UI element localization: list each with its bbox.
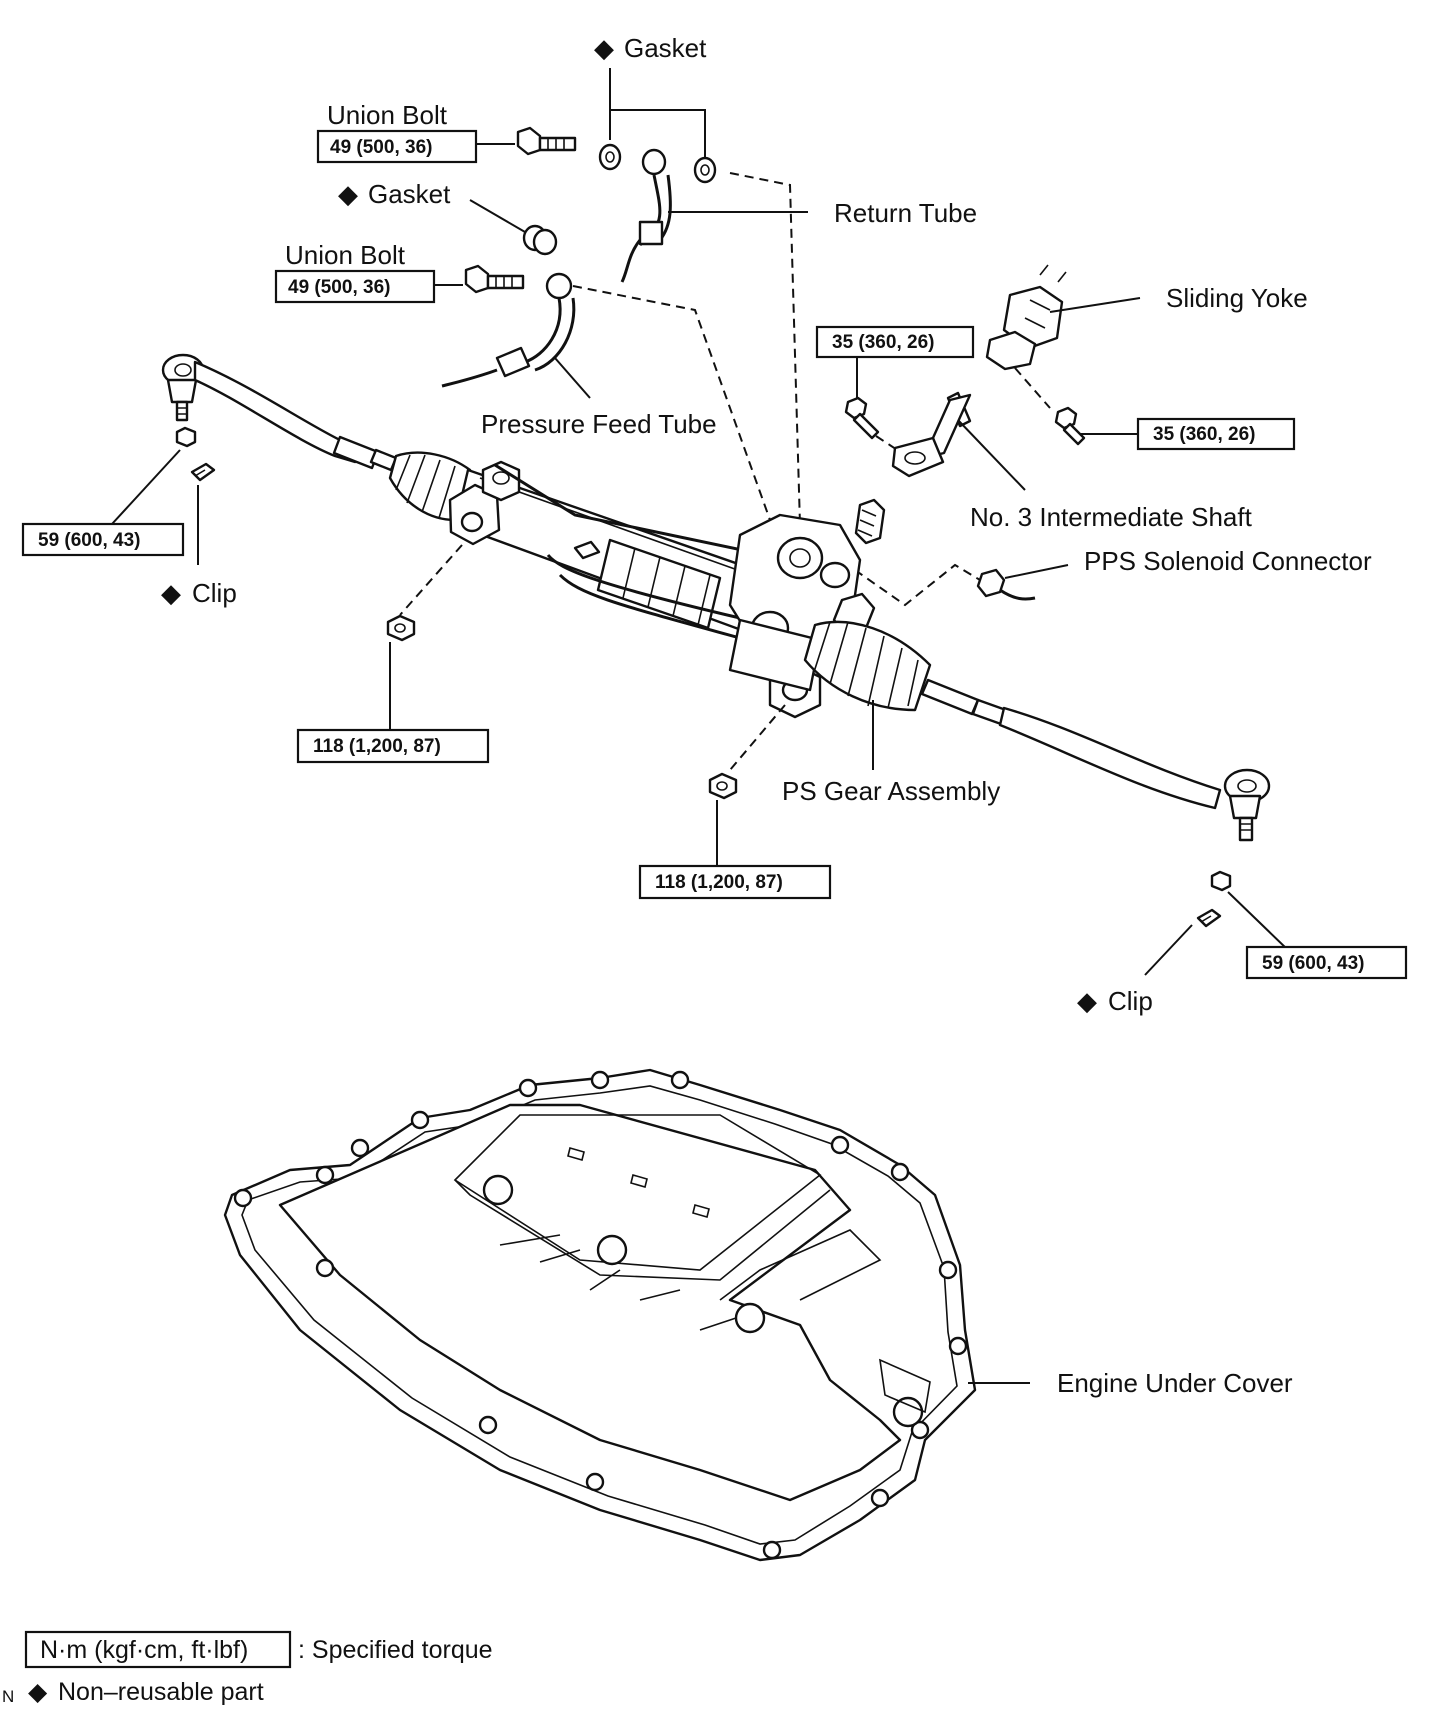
pps-connector-label: PPS Solenoid Connector: [1084, 546, 1372, 576]
tie-rod-right-callout: 59 (600, 43): [1227, 891, 1408, 980]
legend-torque-desc: : Specified torque: [298, 1636, 493, 1664]
shaft-bolt-right-part: [1054, 406, 1086, 446]
clip-left-callout: ◆ Clip: [161, 485, 237, 608]
torque-box: [274, 269, 436, 304]
pps-connector-part: [854, 563, 1036, 607]
clip-right-callout: ◆ Clip: [1077, 924, 1193, 1016]
torque-value: 118 (1,200, 87): [655, 872, 783, 893]
torque-value: 59 (600, 43): [38, 530, 140, 551]
non-reusable-mark: ◆: [161, 578, 181, 608]
torque-value: 118 (1,200, 87): [313, 736, 441, 757]
intermediate-shaft-callout: No. 3 Intermediate Shaft: [957, 419, 1253, 532]
pressure-feed-tube-part: [441, 272, 771, 521]
union-bolt-1-label: Union Bolt: [327, 100, 448, 130]
ps-gear-assembly-part: [161, 353, 1271, 842]
mount-left-part: [386, 544, 463, 642]
shaft-bolt-right-callout: 35 (360, 26): [1080, 417, 1296, 451]
non-reusable-mark: ◆: [338, 179, 358, 209]
ps-gear-assembly-callout: PS Gear Assembly: [782, 700, 1000, 806]
legend-non-reusable: Non–reusable part: [58, 1678, 264, 1706]
mount-right-part: [708, 704, 786, 800]
legend-corner-mark: N: [2, 1687, 14, 1706]
torque-box: [638, 864, 832, 900]
legend-torque-box: [24, 1630, 292, 1669]
sliding-yoke-label: Sliding Yoke: [1166, 283, 1308, 313]
non-reusable-mark: ◆: [1077, 986, 1097, 1016]
pressure-feed-tube-label: Pressure Feed Tube: [481, 409, 717, 439]
union-bolt-2-label: Union Bolt: [285, 240, 406, 270]
pps-connector-callout: PPS Solenoid Connector: [1004, 546, 1372, 579]
mount-left-callout: 118 (1,200, 87): [296, 642, 490, 764]
gasket-top-callout: ◆ Gasket: [594, 33, 707, 165]
torque-value: 49 (500, 36): [330, 137, 432, 158]
return-tube-label: Return Tube: [834, 198, 977, 228]
non-reusable-mark: ◆: [594, 33, 614, 63]
gasket-top-part: [598, 143, 717, 184]
sliding-yoke-part: [985, 264, 1067, 409]
engine-under-cover-callout: Engine Under Cover: [968, 1368, 1293, 1398]
torque-value: 35 (360, 26): [1153, 424, 1255, 445]
cover-bolt-holes: [233, 1070, 968, 1560]
union-bolt-1-part: [516, 126, 577, 156]
gasket-mid-callout: ◆ Gasket: [338, 179, 526, 233]
torque-box: [815, 325, 975, 359]
legend: N·m (kgf·cm, ft·lbf) : Specified torque …: [2, 1630, 493, 1706]
return-tube-callout: Return Tube: [668, 198, 977, 228]
ps-gear-assembly-label: PS Gear Assembly: [782, 776, 1000, 806]
torque-box: [1245, 945, 1408, 980]
union-bolt-2-callout: Union Bolt 49 (500, 36): [274, 240, 463, 304]
sliding-yoke-callout: Sliding Yoke: [1049, 283, 1308, 313]
union-bolt-2-part: [464, 264, 525, 294]
non-reusable-mark: ◆: [28, 1678, 48, 1706]
torque-value: 59 (600, 43): [1262, 953, 1364, 974]
pressure-feed-tube-callout: Pressure Feed Tube: [481, 357, 717, 439]
torque-box: [1136, 417, 1296, 451]
intermediate-shaft-label: No. 3 Intermediate Shaft: [970, 502, 1253, 532]
clip-right-label: Clip: [1108, 986, 1153, 1016]
torque-box: [296, 728, 490, 764]
engine-under-cover-part: [223, 1068, 977, 1562]
gasket-mid-label: Gasket: [368, 179, 451, 209]
tie-rod-left-callout: 59 (600, 43): [21, 449, 185, 557]
mount-right-callout: 118 (1,200, 87): [638, 800, 832, 900]
torque-box: [21, 522, 185, 557]
gasket-mid-part: [522, 224, 558, 256]
torque-box: [316, 129, 478, 164]
intermediate-shaft-part: [891, 391, 972, 478]
gasket-top-label: Gasket: [624, 33, 707, 63]
tie-rod-right-nut-part: [1196, 870, 1232, 928]
torque-value: 35 (360, 26): [832, 332, 934, 353]
shaft-bolt-left-part: [844, 396, 906, 456]
legend-torque-unit: N·m (kgf·cm, ft·lbf): [40, 1636, 248, 1664]
clip-left-label: Clip: [192, 578, 237, 608]
engine-under-cover-label: Engine Under Cover: [1057, 1368, 1293, 1398]
union-bolt-1-callout: Union Bolt 49 (500, 36): [316, 100, 515, 164]
shaft-bolt-left-callout: 35 (360, 26): [815, 325, 975, 400]
torque-value: 49 (500, 36): [288, 277, 390, 298]
tie-rod-left-nut-part: [175, 426, 216, 482]
return-tube-part: [620, 148, 801, 526]
